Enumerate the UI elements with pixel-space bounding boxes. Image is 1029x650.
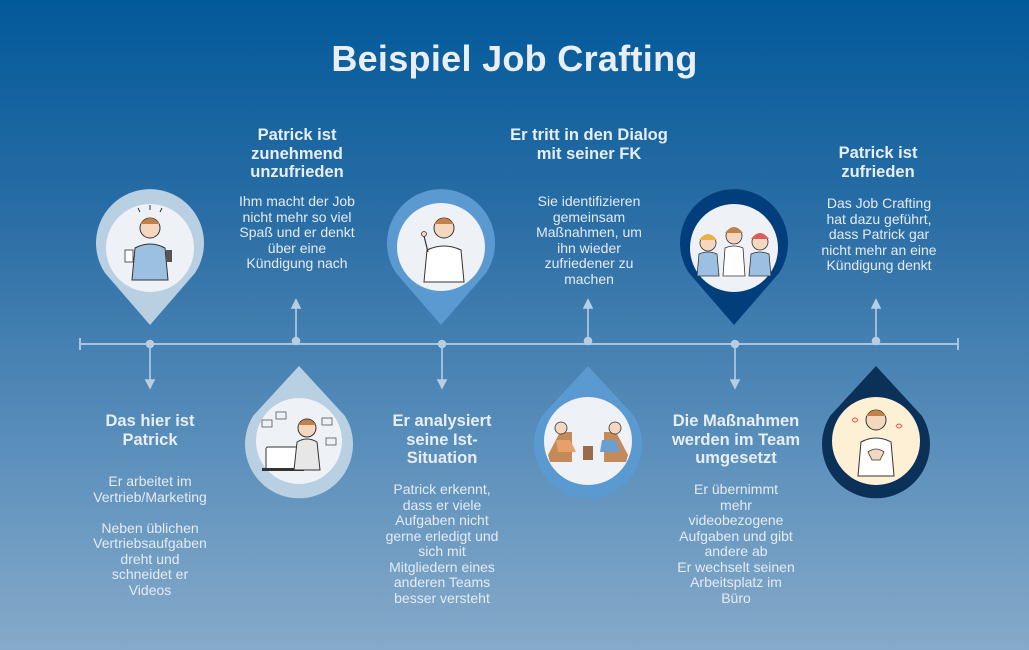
step-3-text: Patrick erkennt, dass er viele Aufgaben …: [385, 481, 499, 606]
happy-person-illustration-6: [851, 409, 903, 477]
person-illustration-1: [124, 205, 172, 281]
step-6-text: Das Job Crafting hat dazu geführt, dass …: [821, 195, 937, 273]
step-2-title: Patrick ist zunehmend unzufrieden: [250, 126, 344, 181]
step-4-title: Er tritt in den Dialog mit seiner FK: [510, 126, 668, 163]
page-title: Beispiel Job Crafting: [331, 38, 698, 79]
arrow-down-1: [144, 339, 156, 390]
person-illustration-2: [261, 411, 337, 471]
step-2-text: Ihm macht der Job nicht mehr so viel Spa…: [239, 193, 355, 271]
pin-step-4: [534, 366, 642, 499]
arrow-up-2: [290, 298, 302, 346]
pin-step-3: [387, 189, 496, 325]
pin-step-5: [680, 189, 788, 325]
arrow-down-3: [436, 339, 448, 390]
pin-step-6: [822, 366, 930, 499]
team-illustration-5: [696, 227, 772, 277]
meeting-illustration-4: [548, 421, 628, 462]
step-5-title: Die Maßnahmen werden im Team umgesetzt: [671, 412, 801, 467]
step-5-text: Er übernimmt mehr videobezogene Aufgaben…: [677, 481, 795, 606]
arrow-down-5: [729, 339, 741, 390]
step-1-title: Das hier ist Patrick: [105, 412, 195, 449]
step-3-title: Er analysiert seine Ist-Situation: [392, 412, 492, 467]
step-4-text: Sie identifizieren gemeinsam Maßnahmen, …: [536, 193, 642, 287]
step-6-title: Patrick ist zufrieden: [838, 144, 918, 181]
person-illustration-3: [421, 217, 465, 283]
step-1-text: Er arbeitet im Vertrieb/Marketing Neben …: [93, 473, 207, 598]
arrow-up-6: [870, 298, 882, 346]
pin-step-2: [244, 366, 353, 499]
pin-step-1: [96, 189, 204, 325]
arrow-up-4: [582, 298, 594, 346]
